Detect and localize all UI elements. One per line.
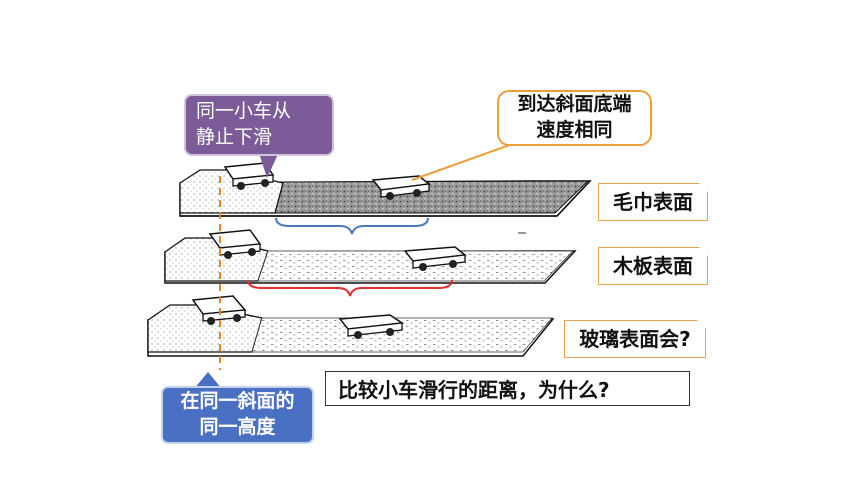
car-icon (223, 162, 275, 190)
same-height-callout: 在同一斜面的 同一高度 (161, 386, 314, 444)
brace-wood (247, 279, 453, 297)
car-icon (191, 295, 247, 325)
brace-towel (275, 217, 429, 235)
wood-surface-label: 木板表面 (598, 247, 708, 285)
glass-surface (251, 317, 553, 353)
car-icon (338, 314, 405, 339)
car-icon (403, 246, 467, 271)
same-speed-line-1: 到达斜面底端 (517, 93, 632, 116)
same-speed-line-2: 速度相同 (536, 119, 613, 141)
same-speed-callout: 到达斜面底端 速度相同 (497, 90, 652, 146)
same-car-line-1: 同一小车从 (196, 100, 292, 122)
towel-surface-label: 毛巾表面 (598, 183, 708, 221)
same-car-line-2: 静止下滑 (196, 125, 273, 148)
same-car-callout: 同一小车从 静止下滑 (184, 94, 334, 156)
purple-callout-pointer (258, 150, 280, 178)
glass-surface-label: 玻璃表面会? (564, 320, 706, 358)
car-icon (208, 229, 262, 259)
blue-callout-pointer (194, 372, 222, 389)
same-height-line-1: 在同一斜面的 (180, 390, 295, 413)
same-height-line-2: 同一高度 (199, 416, 276, 438)
question-box: 比较小车滑行的距离，为什么? (325, 371, 690, 406)
